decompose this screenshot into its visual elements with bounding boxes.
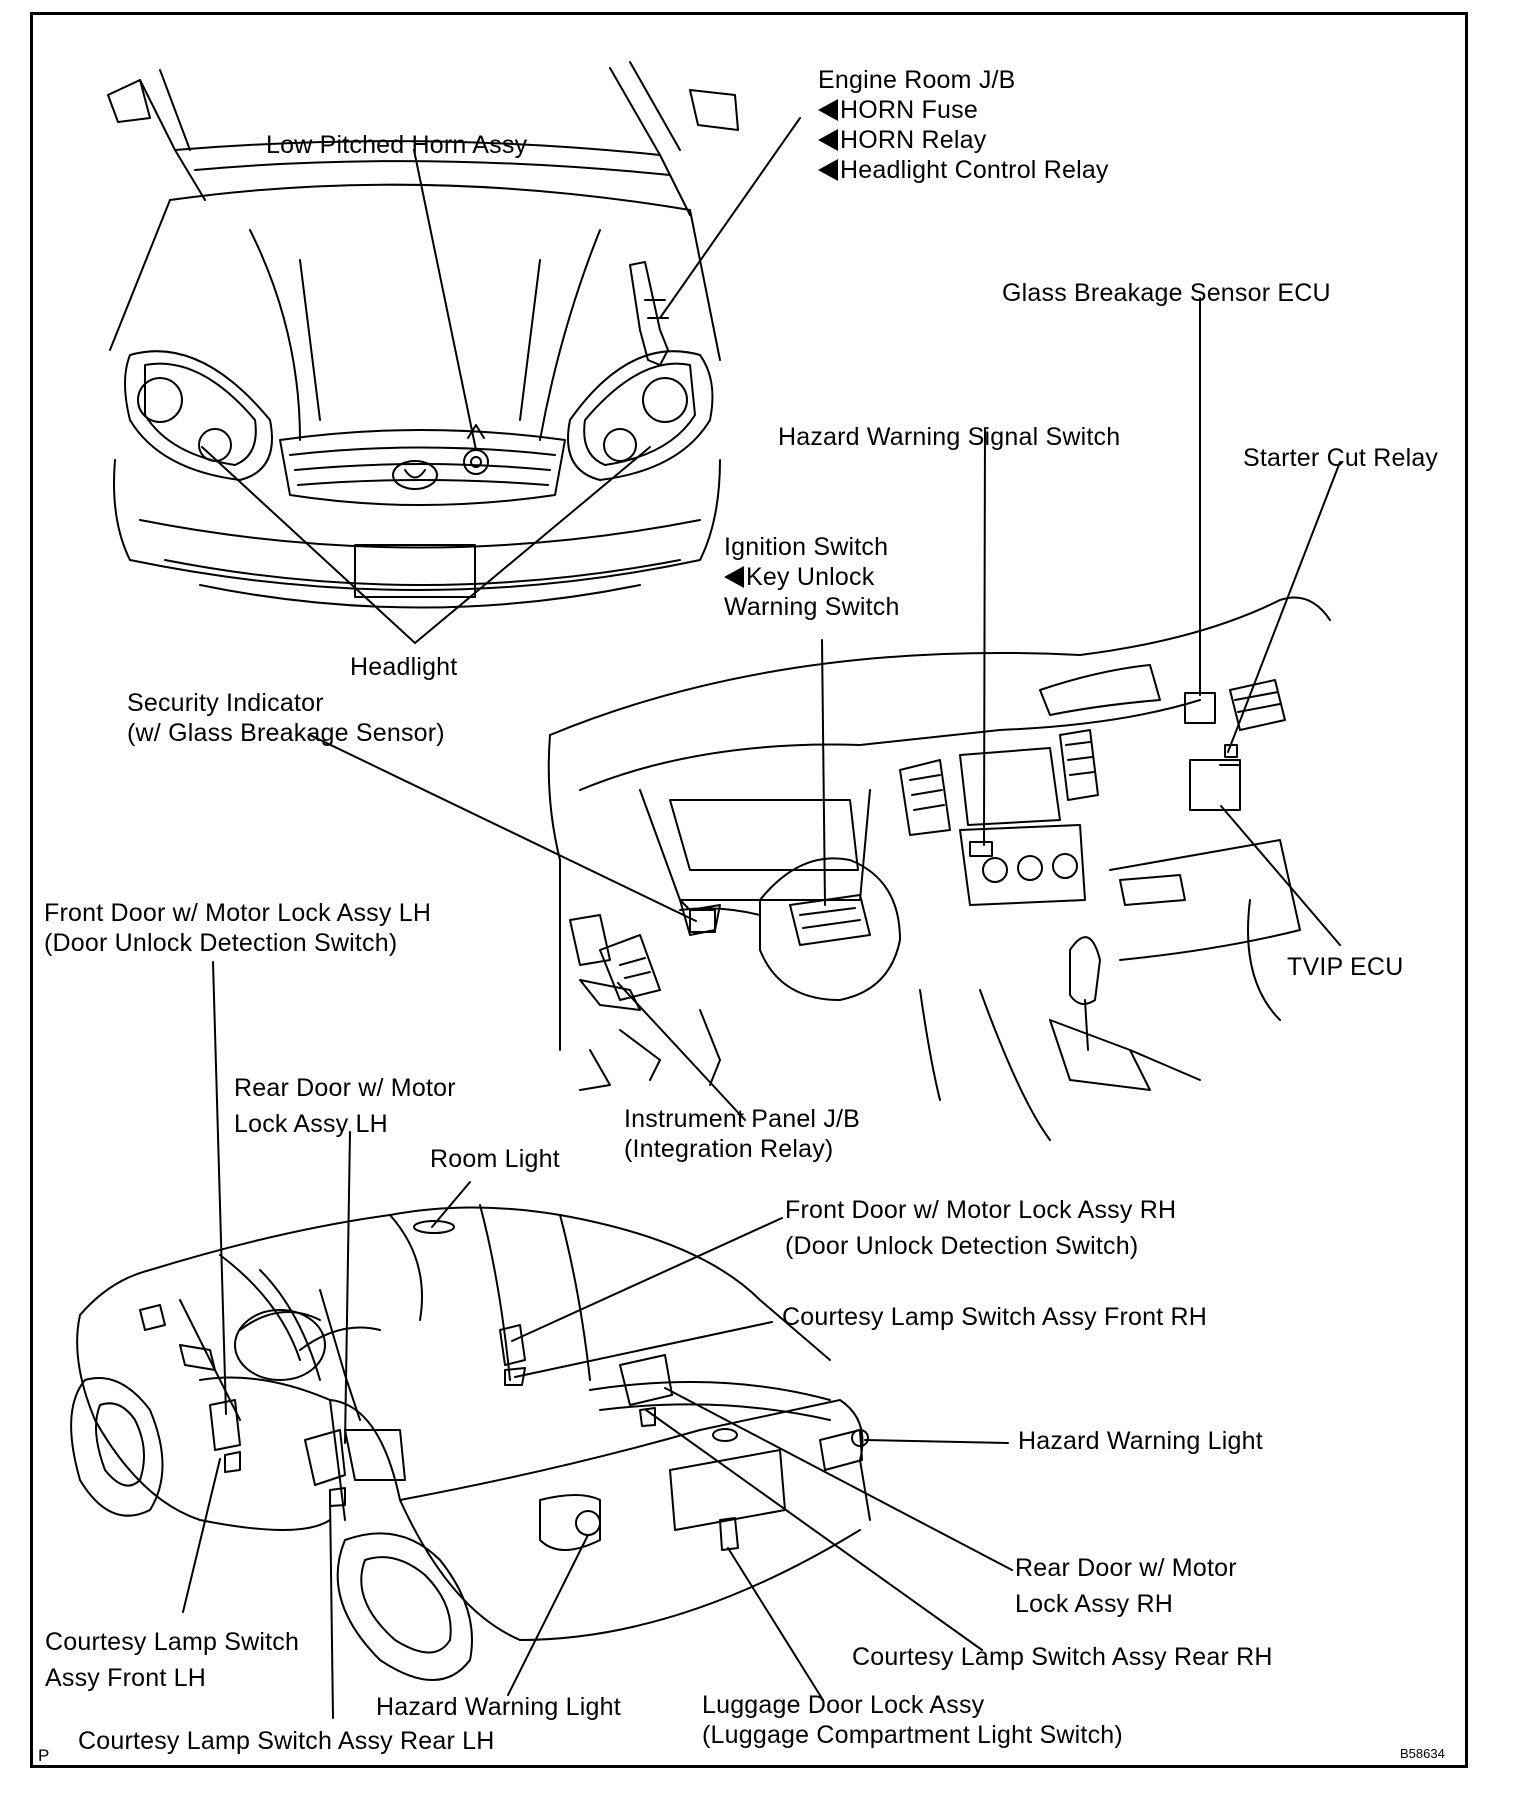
horn-relay-text: HORN Relay <box>840 126 987 154</box>
luggage-lock-label: Luggage Door Lock Assy (Luggage Compartm… <box>702 1690 1123 1750</box>
hazard-switch-label: Hazard Warning Signal Switch <box>778 423 1121 451</box>
rear-door-lh-title: Rear Door w/ Motor <box>234 1074 456 1102</box>
hazard-light-bottom-label: Hazard Warning Light <box>376 1693 621 1721</box>
starter-cut-relay-label: Starter Cut Relay <box>1243 444 1439 472</box>
dashboard-view <box>547 596 1331 1141</box>
courtesy-front-lh-label: Courtesy Lamp Switch Assy Front LH <box>45 1624 299 1696</box>
low-pitched-horn-label: Low Pitched Horn Assy <box>266 131 528 159</box>
instrument-jb-note: (Integration Relay) <box>624 1135 834 1163</box>
rear-door-lh-title-2: Lock Assy LH <box>234 1110 388 1138</box>
key-unlock-item: Key Unlock <box>724 562 900 592</box>
pointer-triangle-icon <box>818 159 838 181</box>
hazard-light-right-label: Hazard Warning Light <box>1018 1427 1263 1455</box>
diagram-frame <box>30 12 1468 1768</box>
rear-door-rh-title: Rear Door w/ Motor <box>1015 1554 1237 1582</box>
pointer-triangle-icon <box>724 566 744 588</box>
figure-code: B58634 <box>1400 1746 1445 1761</box>
pointer-triangle-icon <box>818 99 838 121</box>
luggage-lock-title: Luggage Door Lock Assy <box>702 1691 985 1719</box>
courtesy-front-lh-title-2: Assy Front LH <box>45 1664 206 1692</box>
key-unlock-text-2: Warning Switch <box>724 593 900 621</box>
rear-door-lh-label: Rear Door w/ Motor Lock Assy LH <box>234 1070 456 1142</box>
horn-fuse-text: HORN Fuse <box>840 96 978 124</box>
front-door-rh-label: Front Door w/ Motor Lock Assy RH (Door U… <box>785 1192 1176 1264</box>
security-indicator-note: (w/ Glass Breakage Sensor) <box>127 719 445 747</box>
courtesy-front-rh-label: Courtesy Lamp Switch Assy Front RH <box>782 1303 1207 1331</box>
front-door-rh-title: Front Door w/ Motor Lock Assy RH <box>785 1196 1177 1224</box>
front-door-rh-note: (Door Unlock Detection Switch) <box>785 1232 1139 1260</box>
ignition-switch-title: Ignition Switch <box>724 533 889 561</box>
pointer-triangle-icon <box>818 129 838 151</box>
front-car-view <box>107 61 739 609</box>
ignition-switch-label: Ignition Switch Key Unlock Warning Switc… <box>724 532 900 622</box>
front-door-lh-title: Front Door w/ Motor Lock Assy LH <box>44 899 432 927</box>
front-door-lh-label: Front Door w/ Motor Lock Assy LH (Door U… <box>44 898 431 958</box>
security-indicator-title: Security Indicator <box>127 689 324 717</box>
headlight-label: Headlight <box>350 653 458 681</box>
horn-relay-item: HORN Relay <box>818 125 1109 155</box>
headlight-control-relay-text: Headlight Control Relay <box>840 156 1109 184</box>
tvip-ecu-label: TVIP ECU <box>1287 953 1404 981</box>
security-indicator-label: Security Indicator (w/ Glass Breakage Se… <box>127 688 445 748</box>
instrument-jb-title: Instrument Panel J/B <box>624 1105 861 1133</box>
instrument-jb-label: Instrument Panel J/B (Integration Relay) <box>624 1104 860 1164</box>
engine-room-jb-title: Engine Room J/B <box>818 66 1016 94</box>
headlight-control-relay-item: Headlight Control Relay <box>818 155 1109 185</box>
rear-door-rh-title-2: Lock Assy RH <box>1015 1590 1174 1618</box>
engine-room-jb-label: Engine Room J/B HORN Fuse HORN Relay Hea… <box>818 65 1109 185</box>
key-unlock-text: Key Unlock <box>746 563 875 591</box>
rear-car-view <box>70 1204 871 1681</box>
horn-fuse-item: HORN Fuse <box>818 95 1109 125</box>
courtesy-rear-lh-label: Courtesy Lamp Switch Assy Rear LH <box>78 1727 495 1755</box>
room-light-label: Room Light <box>430 1145 560 1173</box>
corner-mark: P <box>38 1746 50 1765</box>
luggage-lock-note: (Luggage Compartment Light Switch) <box>702 1721 1123 1749</box>
leader-lines <box>182 117 1341 1719</box>
glass-breakage-ecu-label: Glass Breakage Sensor ECU <box>1002 279 1331 307</box>
front-door-lh-note: (Door Unlock Detection Switch) <box>44 929 398 957</box>
courtesy-front-lh-title: Courtesy Lamp Switch <box>45 1628 300 1656</box>
rear-door-rh-label: Rear Door w/ Motor Lock Assy RH <box>1015 1550 1237 1622</box>
courtesy-rear-rh-label: Courtesy Lamp Switch Assy Rear RH <box>852 1643 1273 1671</box>
